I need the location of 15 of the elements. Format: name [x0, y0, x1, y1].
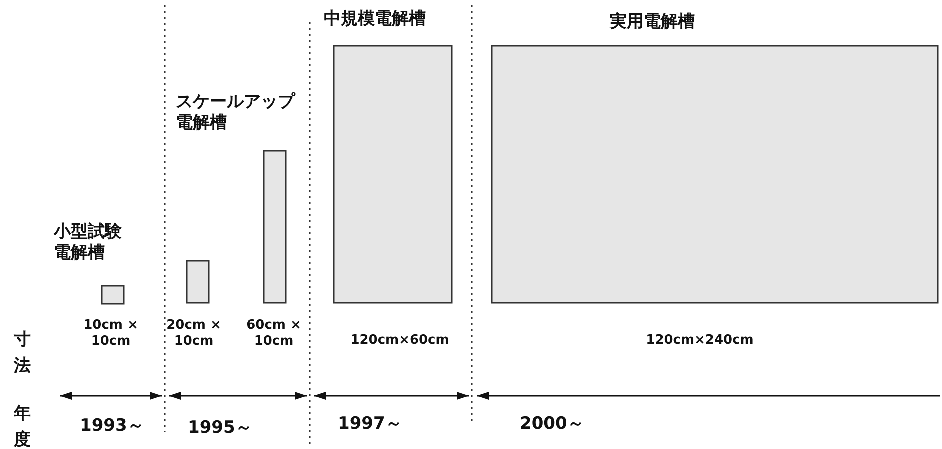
dimension-label: 120cm×240cm — [645, 333, 755, 350]
dimension-label: 20cm × 10cm — [166, 318, 222, 350]
dimension-label: 10cm × 10cm — [82, 318, 140, 350]
heading: スケールアップ電解槽 — [176, 92, 296, 134]
heading: 中規模電解槽 — [324, 9, 427, 30]
row-label: 年度 — [14, 403, 32, 449]
year-label: 1997～ — [338, 414, 404, 436]
dimension-label: 60cm × 10cm — [246, 318, 302, 350]
dimension-label: 120cm×60cm — [350, 333, 450, 350]
heading: 小型試験電解槽 — [54, 222, 123, 264]
year-label: 2000～ — [520, 414, 586, 436]
year-label: 1993～ — [80, 416, 146, 438]
row-label: 寸法 — [14, 329, 32, 378]
year-label: 1995～ — [188, 418, 254, 440]
heading: 実用電解槽 — [610, 12, 696, 34]
